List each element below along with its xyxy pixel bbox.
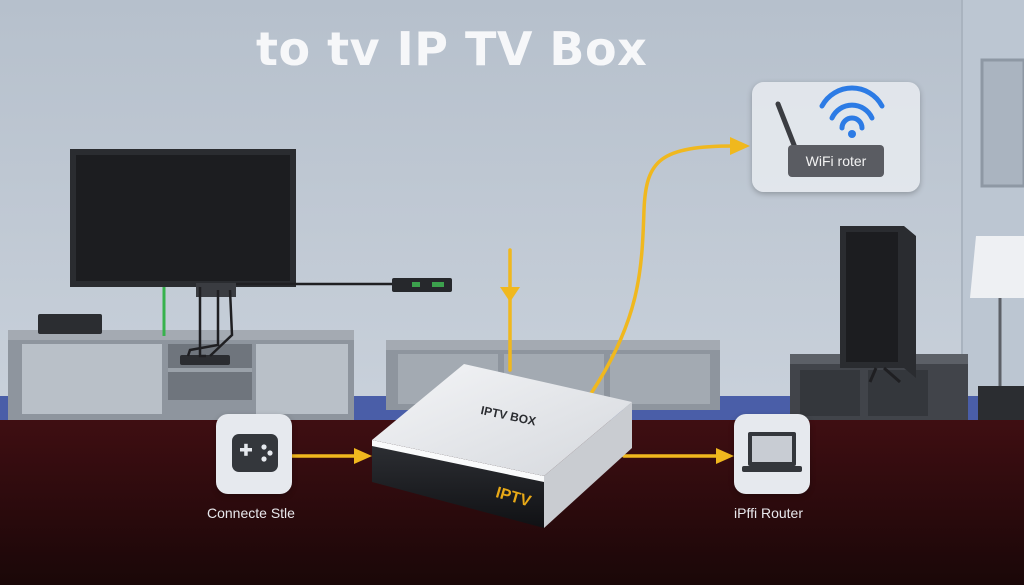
page-title: to tv IP TV Box [256,22,648,76]
tv-cable-2 [186,290,220,357]
tv-cabinet-left [8,330,354,420]
tv-cable-3 [209,289,234,357]
arrow-heads [354,137,750,464]
left-device-caption: Connecte Stle [207,505,295,521]
wall-picture-frame [980,58,1024,188]
iptv-box [372,364,632,528]
tv-cable-1 [198,287,206,358]
left-device-card[interactable] [216,414,292,494]
flow-arrows [290,144,737,458]
right-device-card[interactable] [734,414,810,494]
set-top-device [180,355,230,365]
right-device-caption: iPffi Router [734,505,803,521]
lamp [970,236,1024,420]
small-tv [840,226,916,384]
wall-tv [70,149,296,297]
router-label: WiFi roter [788,145,884,177]
small-device-on-cabinet [38,314,102,334]
hdmi-dongle [392,278,452,292]
